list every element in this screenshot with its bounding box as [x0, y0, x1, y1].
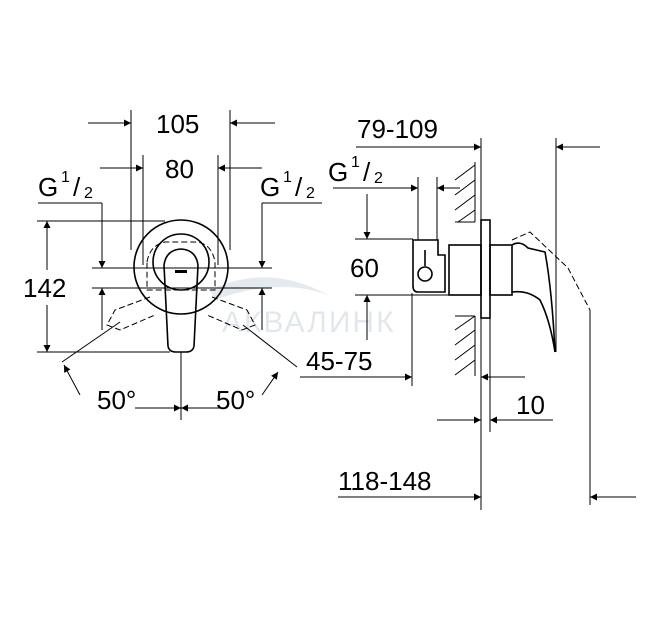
angle-left-label: 50° — [97, 385, 136, 415]
drawing-line — [175, 270, 187, 273]
drawing-line — [417, 266, 433, 282]
label-text: / — [295, 172, 303, 202]
lever-profile — [511, 242, 556, 353]
label-text: 1 — [61, 169, 70, 186]
dimension-45-75: 45-75 — [306, 346, 373, 376]
label-text: 2 — [84, 185, 93, 202]
cover-plate — [480, 219, 491, 319]
angle-right-label: 50° — [216, 385, 255, 415]
escutcheon-plate — [133, 219, 229, 315]
drawing-line — [61, 321, 121, 363]
dimension-105: 105 — [156, 109, 199, 139]
label-text: 2 — [306, 185, 315, 202]
thread-label-left: G 1 / 2 — [38, 169, 93, 202]
dimension-118-148: 118-148 — [338, 466, 432, 496]
drawing-line — [511, 231, 591, 311]
lever-handle — [163, 248, 199, 353]
drawing-line — [210, 277, 330, 300]
label-text: / — [363, 157, 371, 187]
label-text: / — [73, 172, 81, 202]
drawing-line — [489, 244, 513, 296]
drawing-line — [261, 371, 279, 396]
drawing-line — [454, 164, 476, 376]
label-text: 1 — [351, 154, 360, 171]
front-view: 105 80 G 1 / 2 G 1 / 2 142 — [23, 109, 322, 420]
drawing-line — [152, 233, 210, 291]
valve-body — [412, 239, 446, 293]
dimension-79-109: 79-109 — [357, 114, 438, 144]
drawing-line — [63, 364, 81, 396]
label-text: 2 — [374, 170, 383, 187]
thread-label-side: G 1 / 2 — [328, 154, 383, 187]
drawing-line — [242, 324, 298, 368]
drawing-line — [106, 296, 156, 331]
dimension-80: 80 — [165, 154, 194, 184]
side-view: 79-109 G 1 / 2 60 45-75 10 118-148 — [300, 114, 636, 510]
dimension-10: 10 — [516, 390, 545, 420]
label-text: 1 — [283, 169, 292, 186]
dimension-60: 60 — [350, 253, 379, 283]
drawing-line — [448, 244, 482, 296]
label-text: G — [260, 172, 280, 202]
wall-hatching — [454, 164, 476, 376]
label-text: G — [38, 172, 58, 202]
thread-label-right: G 1 / 2 — [260, 169, 315, 202]
watermark-logo: АКВАЛИНК — [210, 277, 396, 339]
watermark-text: АКВАЛИНК — [222, 306, 396, 339]
drawing-line — [206, 296, 256, 331]
dimension-142: 142 — [23, 273, 66, 303]
label-text: G — [328, 157, 348, 187]
drawing-line — [146, 241, 216, 291]
